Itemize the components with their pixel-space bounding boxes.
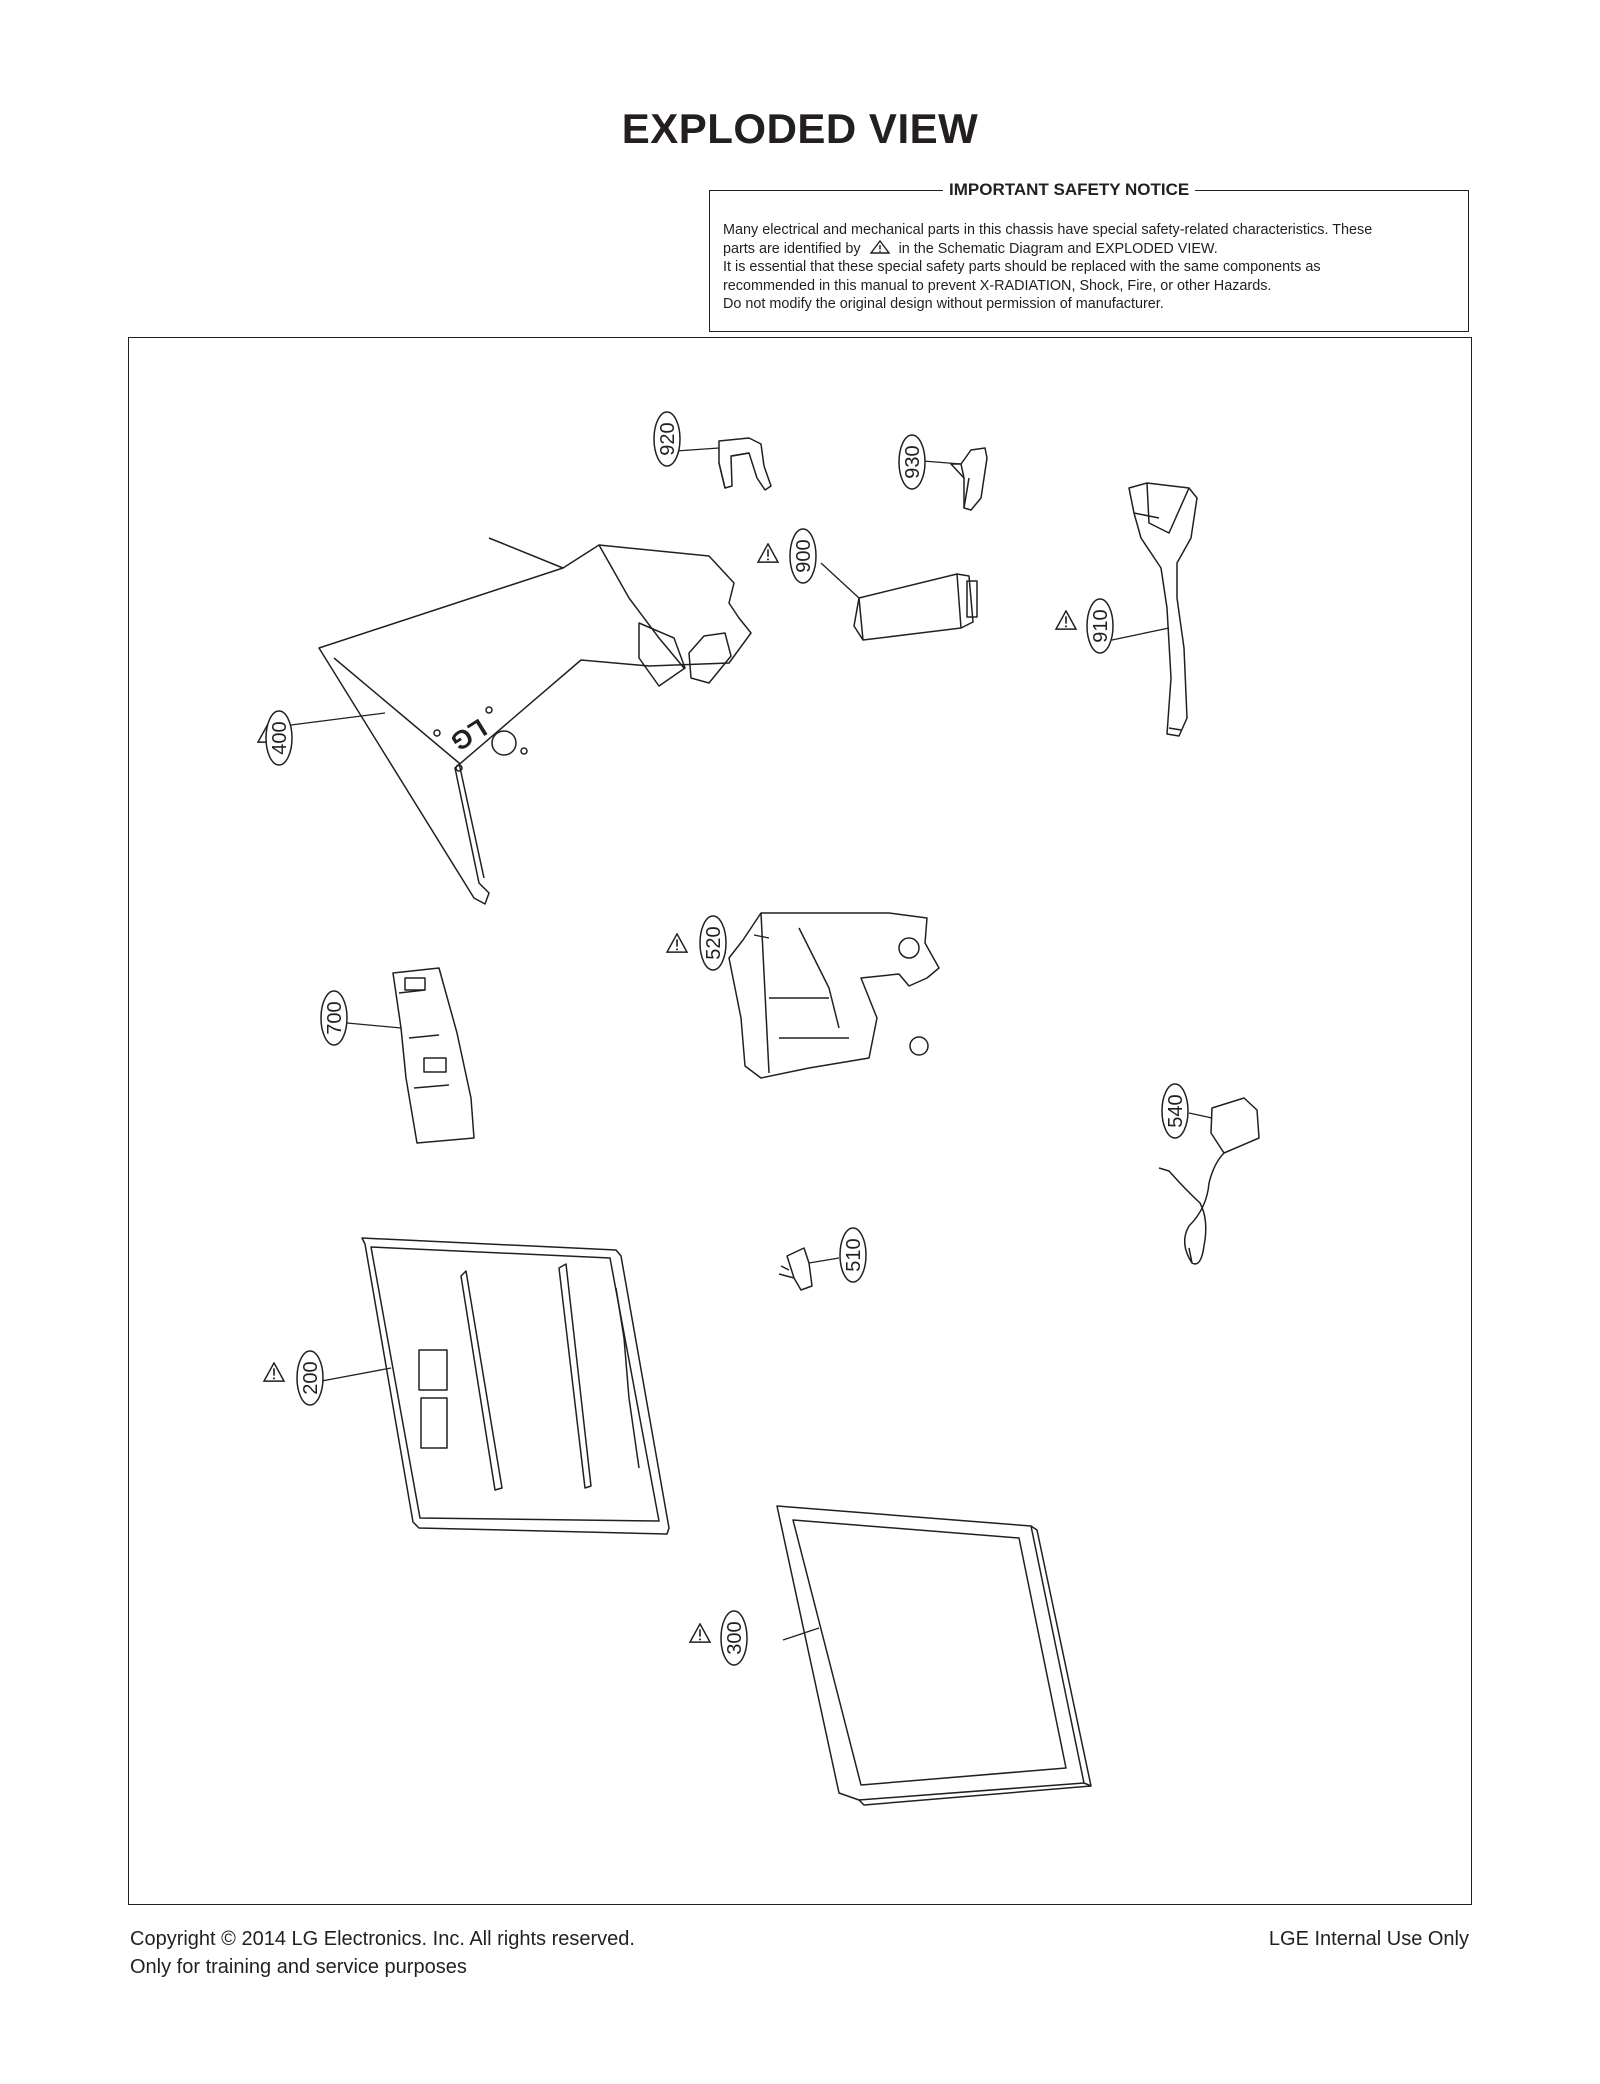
warning-triangle-icon bbox=[666, 933, 688, 953]
part-920-bracket-drawing bbox=[718, 437, 772, 491]
footer-copyright: Copyright © 2014 LG Electronics. Inc. Al… bbox=[130, 1928, 635, 1950]
part-700-main-board-drawing bbox=[392, 967, 475, 1144]
safety-notice-body: Many electrical and mechanical parts in … bbox=[723, 221, 1455, 314]
notice-line-5: Do not modify the original design withou… bbox=[723, 296, 1164, 312]
part-balloon-300: 300 bbox=[689, 1610, 748, 1666]
footer-purpose: Only for training and service purposes bbox=[130, 1956, 467, 1978]
warning-triangle-icon bbox=[689, 1623, 711, 1643]
notice-line-4: recommended in this manual to prevent X-… bbox=[723, 277, 1272, 294]
exploded-view-diagram: LG 920 930 900 bbox=[128, 337, 1472, 1905]
leader-lines bbox=[290, 447, 1213, 1641]
notice-line-3: It is essential that these special safet… bbox=[723, 259, 1321, 275]
part-540-adapter-drawing bbox=[1158, 1097, 1260, 1265]
part-300-front-frame-drawing bbox=[776, 1505, 1092, 1806]
part-balloon-540: 540 bbox=[1161, 1083, 1189, 1139]
part-510-small-part-drawing bbox=[778, 1247, 813, 1291]
part-400-back-cover-drawing bbox=[318, 537, 752, 905]
svg-text:400: 400 bbox=[269, 721, 291, 754]
warning-triangle-icon bbox=[263, 1362, 285, 1382]
part-balloon-930: 930 bbox=[898, 434, 926, 490]
svg-text:200: 200 bbox=[300, 1361, 322, 1394]
part-balloon-520: 520 bbox=[666, 915, 727, 971]
part-balloon-200: 200 bbox=[263, 1350, 324, 1406]
notice-line-2-end: in the Schematic Diagram and EXPLODED VI… bbox=[898, 240, 1218, 257]
part-900-cover-drawing bbox=[853, 573, 978, 641]
part-930-cover-drawing bbox=[950, 447, 988, 511]
part-balloon-910: 910 bbox=[1055, 598, 1114, 654]
svg-text:900: 900 bbox=[793, 539, 815, 572]
svg-text:930: 930 bbox=[902, 445, 924, 478]
part-200-rear-chassis-drawing bbox=[361, 1237, 670, 1535]
warning-triangle-icon bbox=[869, 239, 890, 254]
svg-text:520: 520 bbox=[703, 926, 725, 959]
notice-line-1: Many electrical and mechanical parts in … bbox=[723, 222, 1373, 238]
safety-notice-box: IMPORTANT SAFETY NOTICE Many electrical … bbox=[709, 180, 1469, 332]
footer-left: Copyright © 2014 LG Electronics. Inc. Al… bbox=[130, 1925, 635, 1981]
part-910-stand-arm-drawing bbox=[1128, 482, 1198, 737]
svg-text:540: 540 bbox=[1165, 1094, 1187, 1127]
part-balloon-920: 920 bbox=[653, 411, 681, 467]
svg-text:510: 510 bbox=[843, 1238, 865, 1271]
footer-internal-use: LGE Internal Use Only bbox=[1268, 1928, 1469, 1950]
part-balloon-510: 510 bbox=[839, 1227, 867, 1283]
notice-line-2: parts are identified by in the Schematic… bbox=[723, 239, 1455, 259]
exploded-view-drawing: LG 920 930 900 bbox=[257, 411, 1260, 1806]
page-title: EXPLODED VIEW bbox=[621, 105, 979, 152]
part-balloon-400: 400 bbox=[257, 710, 293, 766]
warning-triangle-icon bbox=[757, 543, 779, 563]
part-520-bracket-drawing bbox=[728, 912, 940, 1079]
part-balloon-700: 700 bbox=[320, 990, 348, 1046]
svg-text:910: 910 bbox=[1090, 609, 1112, 642]
safety-notice-title: IMPORTANT SAFETY NOTICE bbox=[943, 180, 1196, 200]
svg-text:700: 700 bbox=[324, 1001, 346, 1034]
warning-triangle-icon bbox=[1055, 610, 1077, 630]
lg-logo-text: LG bbox=[446, 713, 493, 758]
notice-line-2-start: parts are identified by bbox=[723, 240, 861, 257]
part-balloon-900: 900 bbox=[757, 528, 817, 584]
svg-text:920: 920 bbox=[657, 422, 679, 455]
svg-text:300: 300 bbox=[724, 1621, 746, 1654]
